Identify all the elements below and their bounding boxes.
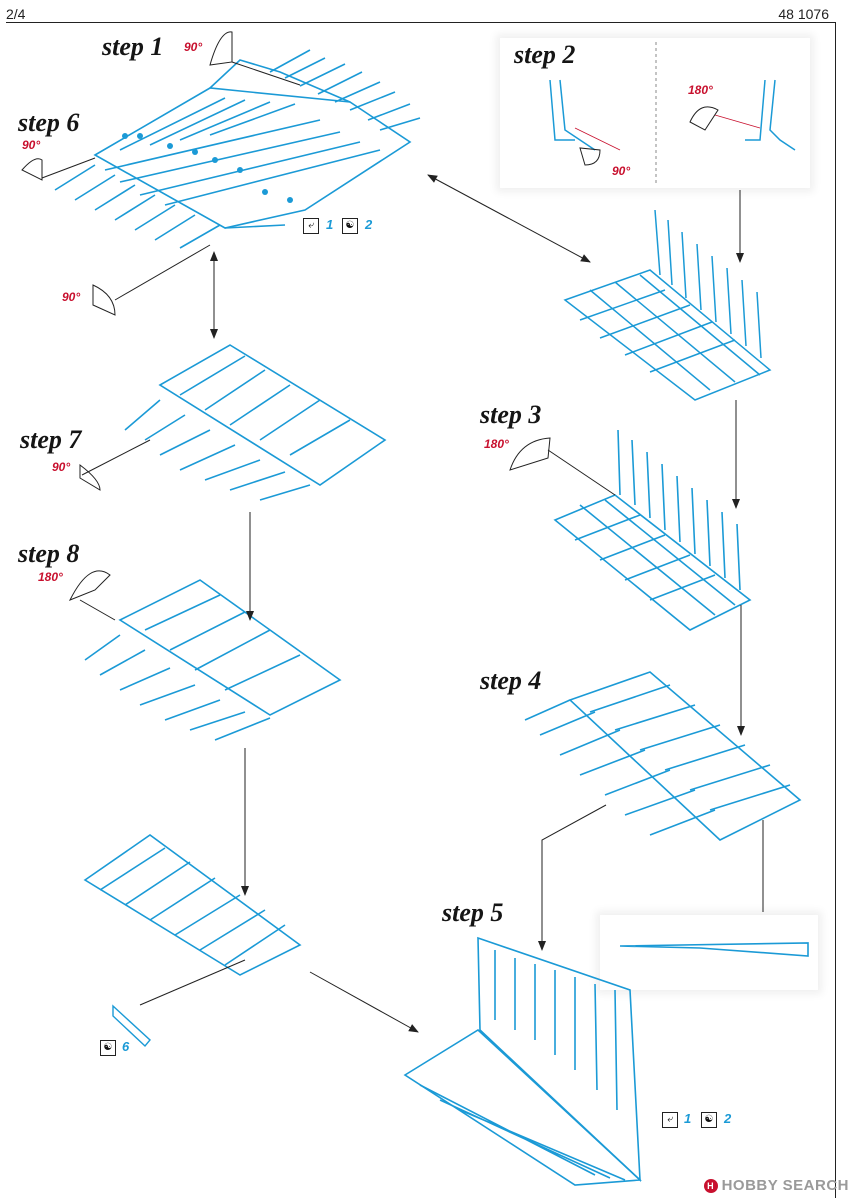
step6-bend-arc (21, 157, 96, 181)
step8-bend-arc (68, 570, 116, 621)
step7-bend-arc (79, 439, 151, 491)
step1-bend-arc (209, 31, 301, 86)
step3-label: step 3 (480, 400, 542, 429)
step4-detail-part (619, 942, 809, 957)
step2-angle-right: 180° (688, 83, 713, 97)
step6-angle: 90° (22, 138, 41, 152)
step2-label: step 2 (514, 40, 576, 69)
part-number-2: 2 (724, 1111, 732, 1126)
step3-part (553, 429, 752, 631)
part6-strip (112, 1004, 151, 1048)
step4-part (524, 671, 802, 841)
step2-detail-inset (500, 38, 810, 188)
step6b-bend-arc (92, 244, 211, 316)
flow-arrows (139, 174, 745, 1033)
step4-detail-inset (600, 915, 818, 990)
bend-icon: ⤶ (303, 218, 319, 234)
step1-part (54, 49, 421, 249)
step2-right-view (714, 79, 796, 151)
part-number-6: 6 (122, 1039, 130, 1054)
fold-icon: ☯ (342, 218, 358, 234)
step2-angle-left: 90° (612, 164, 631, 178)
step3-bend-arc (509, 437, 616, 496)
step2-part (563, 209, 772, 401)
set-number: 48 1076 (778, 6, 829, 22)
step8-part (84, 579, 342, 741)
step7-angle: 90° (52, 460, 71, 474)
page-number: 2/4 (6, 6, 26, 22)
bend-icon: ⤶ (662, 1112, 678, 1128)
step8-angle: 180° (38, 570, 63, 584)
fold-icon: ☯ (701, 1112, 717, 1128)
step4-label: step 4 (480, 666, 542, 695)
step6-label: step 6 (18, 108, 80, 137)
step3-angle: 180° (484, 437, 509, 451)
step6b-angle: 90° (62, 290, 81, 304)
step8-label: step 8 (18, 539, 80, 568)
part-number-1: 1 (326, 217, 334, 232)
step2-left-view (549, 79, 621, 151)
fold-icon: ☯ (100, 1040, 116, 1056)
step1-label: step 1 (102, 32, 164, 61)
step1-holes (122, 133, 293, 203)
step5-label: step 5 (442, 898, 504, 927)
step7-label: step 7 (20, 425, 82, 454)
step7-part (124, 344, 387, 501)
watermark-logo-icon: H (703, 1179, 718, 1193)
step1-angle: 90° (184, 40, 203, 54)
step5-part (403, 936, 642, 1186)
part-number-2: 2 (365, 217, 373, 232)
page-frame (6, 22, 836, 1198)
result-part (83, 834, 302, 976)
part-number-1: 1 (684, 1111, 692, 1126)
